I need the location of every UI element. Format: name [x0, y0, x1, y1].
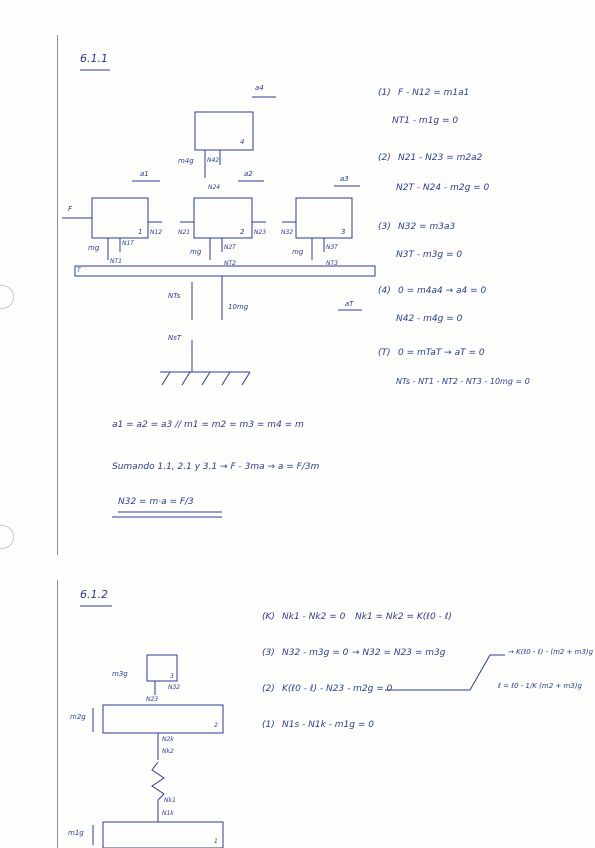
label-m2g: mg: [190, 248, 202, 256]
eq-marker: (1): [262, 720, 275, 730]
eq-line: → N32 = N23 = m3g: [352, 648, 446, 658]
label-NsT: NsT: [168, 334, 182, 342]
label-N21: N21: [178, 229, 191, 236]
label-Nk1: Nk1: [164, 797, 176, 804]
block-1-label: 1: [138, 228, 143, 236]
label-a3: a3: [340, 175, 349, 183]
condition-line: a1 = a2 = a3 // m1 = m2 = m3 = m4 = m: [112, 420, 304, 430]
margin-line: [57, 580, 58, 848]
label-NT3: NT3: [326, 260, 338, 267]
sum-line: Sumando 1.1, 2.1 y 3.1 → F - 3ma → a = F…: [112, 462, 320, 472]
eq-line: NTs - NT1 - NT2 - NT3 - 10mg = 0: [396, 377, 530, 386]
label-m1g: mg: [88, 244, 100, 252]
label-NTs: NTs: [168, 292, 181, 300]
eq-line: N2T - N24 - m2g = 0: [396, 183, 490, 193]
eq-marker: (T): [378, 348, 391, 358]
eq-line: Nk1 - Nk2 = 0: [282, 612, 346, 622]
eq-line: N32 - m3g = 0: [282, 648, 349, 658]
eq-marker: (3): [378, 222, 391, 232]
eq-line: F - N12 = m1a1: [398, 88, 470, 98]
label-a1: a1: [140, 170, 149, 178]
label-N2k: N2k: [162, 736, 174, 743]
section-title: 6.1.1: [80, 52, 108, 65]
eq-line: N42 - m4g = 0: [396, 314, 463, 324]
label-10mg: 10mg: [228, 303, 249, 311]
label-N3T: N3T: [326, 244, 338, 251]
label-N1k: N1k: [162, 810, 174, 817]
eq-marker: (3): [262, 648, 275, 658]
label-N2T: N2T: [224, 244, 236, 251]
eq-marker: (2): [262, 684, 275, 694]
label-F: F: [68, 205, 73, 213]
plank-label: T: [77, 267, 81, 274]
eq-line: K(ℓ0 - ℓ) - N23 - m2g = 0: [282, 684, 393, 694]
eq-line: 0 = m4a4 → a4 = 0: [398, 286, 487, 296]
label-N24: N24: [208, 184, 221, 191]
label-NT1: NT1: [110, 258, 122, 265]
label-N32: N32: [281, 229, 294, 236]
answer-line: N32 = m·a = F/3: [118, 497, 194, 507]
label-Nk2: Nk2: [162, 748, 174, 755]
label-aT: aT: [345, 300, 354, 308]
label-NT2: NT2: [224, 260, 236, 267]
eq-line: N1s - N1k - m1g = 0: [282, 720, 374, 730]
eq-marker: (4): [378, 286, 391, 296]
eq-marker: (1): [378, 88, 391, 98]
label-m4g: m4g: [178, 157, 194, 165]
eq-line: NT1 - m1g = 0: [392, 116, 459, 126]
result-line: → K(ℓ0 - ℓ) - (m2 + m3)g = 0: [508, 648, 595, 656]
eq-line: Nk1 = Nk2 = K(ℓ0 - ℓ): [355, 612, 452, 622]
section-title: 6.1.2: [80, 588, 108, 601]
label-N12: N12: [150, 229, 163, 236]
label-N32: N32: [168, 684, 181, 691]
label-m1g: m1g: [68, 829, 84, 837]
block-1-label: 1: [214, 838, 218, 845]
block-2-label: 2: [214, 722, 218, 729]
block-4-label: 4: [240, 138, 245, 146]
label-N1T: N1T: [122, 240, 134, 247]
eq-marker: (2): [378, 153, 391, 163]
label-N23: N23: [146, 696, 159, 703]
block-3-label: 3: [341, 228, 346, 236]
label-m3g: mg: [292, 248, 304, 256]
block-2-label: 2: [240, 228, 245, 236]
eq-marker: (K): [262, 612, 275, 622]
result-line: ℓ = ℓ0 - 1/K (m2 + m3)g: [498, 682, 582, 690]
label-a2: a2: [244, 170, 253, 178]
eq-line: N32 = m3a3: [398, 222, 456, 232]
label-m2g: m2g: [70, 713, 86, 721]
label-N42: N42: [207, 157, 220, 164]
label-a4: a4: [255, 84, 264, 92]
eq-line: 0 = mTaT → aT = 0: [398, 348, 485, 358]
eq-line: N3T - m3g = 0: [396, 250, 463, 260]
label-N23: N23: [254, 229, 267, 236]
eq-line: N21 - N23 = m2a2: [398, 153, 483, 163]
block-3-label: 3: [170, 673, 174, 680]
margin-line: [57, 35, 58, 555]
label-m3g: m3g: [112, 670, 128, 678]
